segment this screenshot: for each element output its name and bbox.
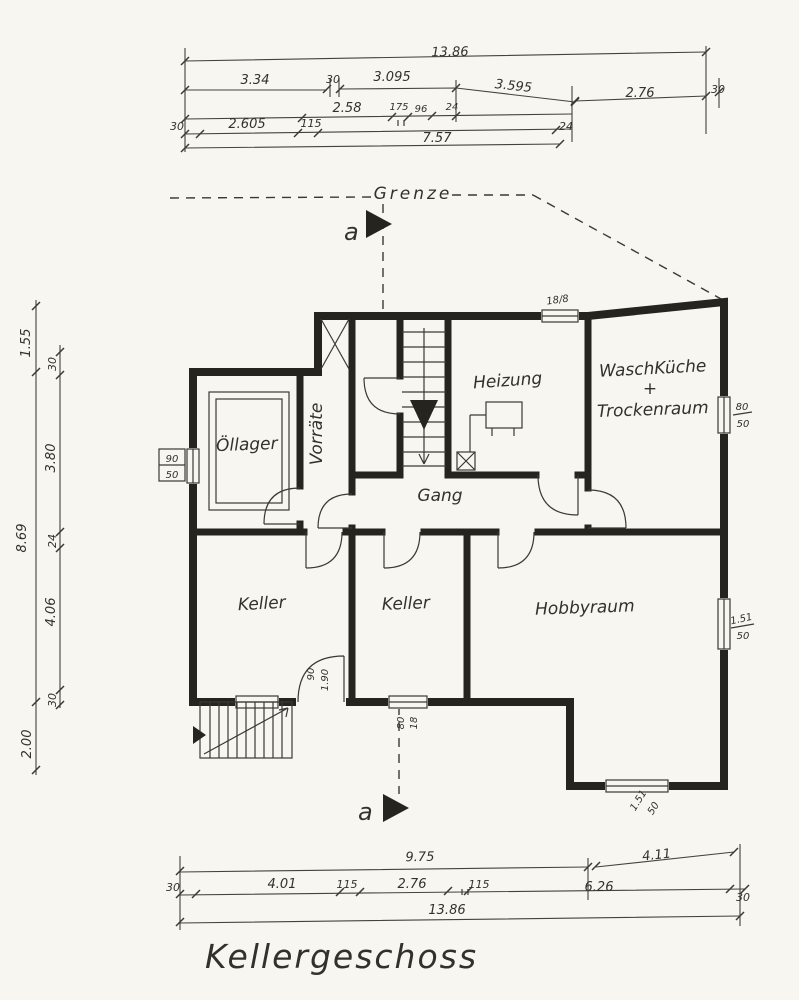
section-arrow-icon [383,794,409,822]
dim-label: 3.595 [494,77,533,96]
window-right-lower: 1.51 50 [717,598,755,650]
dim-label: 2.605 [228,117,265,132]
dim-label: 30 [736,891,750,904]
dim-label: 7.57 [423,131,453,146]
dim-label: 2.58 [333,101,362,116]
window-size-label: 50 [737,631,750,642]
window-size-label: 50 [737,419,750,430]
dim-label: 4.06 [44,598,59,627]
window-top: 18/8 [541,294,579,323]
dim-label: 30 [170,120,184,133]
dim-label: 115 [337,878,358,891]
interior-wall [189,312,728,706]
window-bottom-gang: 80 18 [388,695,428,730]
dim-label: 30 [711,83,725,96]
dim-label: 30 [46,357,59,371]
dim-label: 24 [446,102,459,113]
door-arc [537,474,579,516]
dim-label: 2.76 [626,86,655,101]
door-arc [305,531,343,569]
page-title: Kellergeschoss [205,937,478,976]
window-size-label: 80 [396,717,407,730]
dim-label: 96 [415,104,428,115]
exterior-stair [193,701,293,759]
dim-label: 8.69 [15,524,30,553]
room-label-waschkueche-plus: + [643,379,657,399]
shaft-cross [320,318,350,370]
room-label-hobbyraum: Hobbyraum [535,596,635,619]
interior-details [193,318,523,759]
section-line: a a [344,204,409,826]
oil-tank-inner [215,398,283,504]
room-label-oellager: Öllager [216,432,279,456]
window-size-label: 18 [409,717,420,730]
top-dimension-block: 13.86 3.34 30 3.095 3.595 2.76 30 2.58 1… [170,45,725,153]
window-size-label: 50 [646,800,662,817]
window-size-label: 80 [736,402,749,413]
oil-tank [208,391,290,511]
dim-label: 30 [326,73,340,86]
door-arc [297,655,345,703]
door-size-label: 1.90 [320,669,331,691]
room-label-trockenraum: Trockenraum [597,398,709,422]
dim-label: 4.11 [641,847,671,865]
window-size-label: 90 [166,454,179,465]
dim-label: 30 [166,881,180,894]
dim-label: 24 [559,120,573,133]
dim-label: 9.75 [405,850,434,866]
section-marker-label: a [358,798,373,826]
dim-label: 13.86 [428,903,465,918]
window-bottom-hobbyraum: 1.51 50 [605,779,669,817]
door-swings: 90 1.90 [263,377,627,703]
door-size-label: 90 [306,668,317,681]
window-size-label: 1.51 [729,612,753,627]
door-arc [587,489,627,529]
dim-label: 115 [301,117,322,130]
dim-label: 6.26 [585,880,614,895]
dim-label: 3.34 [241,73,270,88]
dim-label: 30 [46,693,59,707]
drain-marker-icon [193,726,206,744]
window-size-label: 18/8 [546,294,570,308]
section-marker-label: a [344,218,359,246]
room-label-vorraete: Vorräte [307,403,327,466]
room-labels: Öllager Vorräte Heizung WaschKüche + Tro… [216,356,709,620]
room-label-keller-mid: Keller [382,593,432,615]
basement-exit-door: 90 1.90 [297,655,345,703]
window-left: 90 50 [158,448,200,484]
stair-direction-icon [410,400,438,430]
door-arc [317,493,353,529]
left-dimension-block: 1.55 30 3.80 24 4.06 30 8.69 2.00 [15,300,65,775]
section-marker-top: a [344,210,392,246]
dim-label: 24 [46,534,59,548]
bottom-dimension-block: 9.75 4.11 30 4.01 115 2.76 115 6.26 30 1… [166,844,750,930]
door-arc [363,377,401,415]
dim-label: 1.55 [19,329,34,358]
dim-label: 2.76 [398,877,427,892]
boundary-label: Grenze [374,184,453,204]
boiler [456,401,523,471]
dim-label: 115 [469,878,490,891]
door-arc [263,487,301,525]
dim-label: 4.01 [268,877,297,892]
section-marker-bottom: a [358,794,409,826]
dim-label: 3.095 [373,70,410,85]
room-label-heizung: Heizung [472,369,543,394]
exterior-wall [189,297,728,790]
dim-label: 2.00 [20,730,35,759]
room-label-keller-left: Keller [237,593,287,616]
window-size-label: 50 [166,470,179,481]
window-right-upper: 80 50 [717,396,753,434]
dim-label: 13.86 [431,45,468,61]
dim-label: 3.80 [44,444,59,473]
door-arc [383,531,421,569]
interior-stair [402,328,446,467]
dim-label: 175 [389,102,408,113]
boundary-line-grenze: Grenze [169,184,724,301]
door-arc [497,531,535,569]
section-arrow-icon [366,210,392,238]
room-label-waschkueche: WaschKüche [599,356,707,382]
room-label-gang: Gang [417,486,462,506]
